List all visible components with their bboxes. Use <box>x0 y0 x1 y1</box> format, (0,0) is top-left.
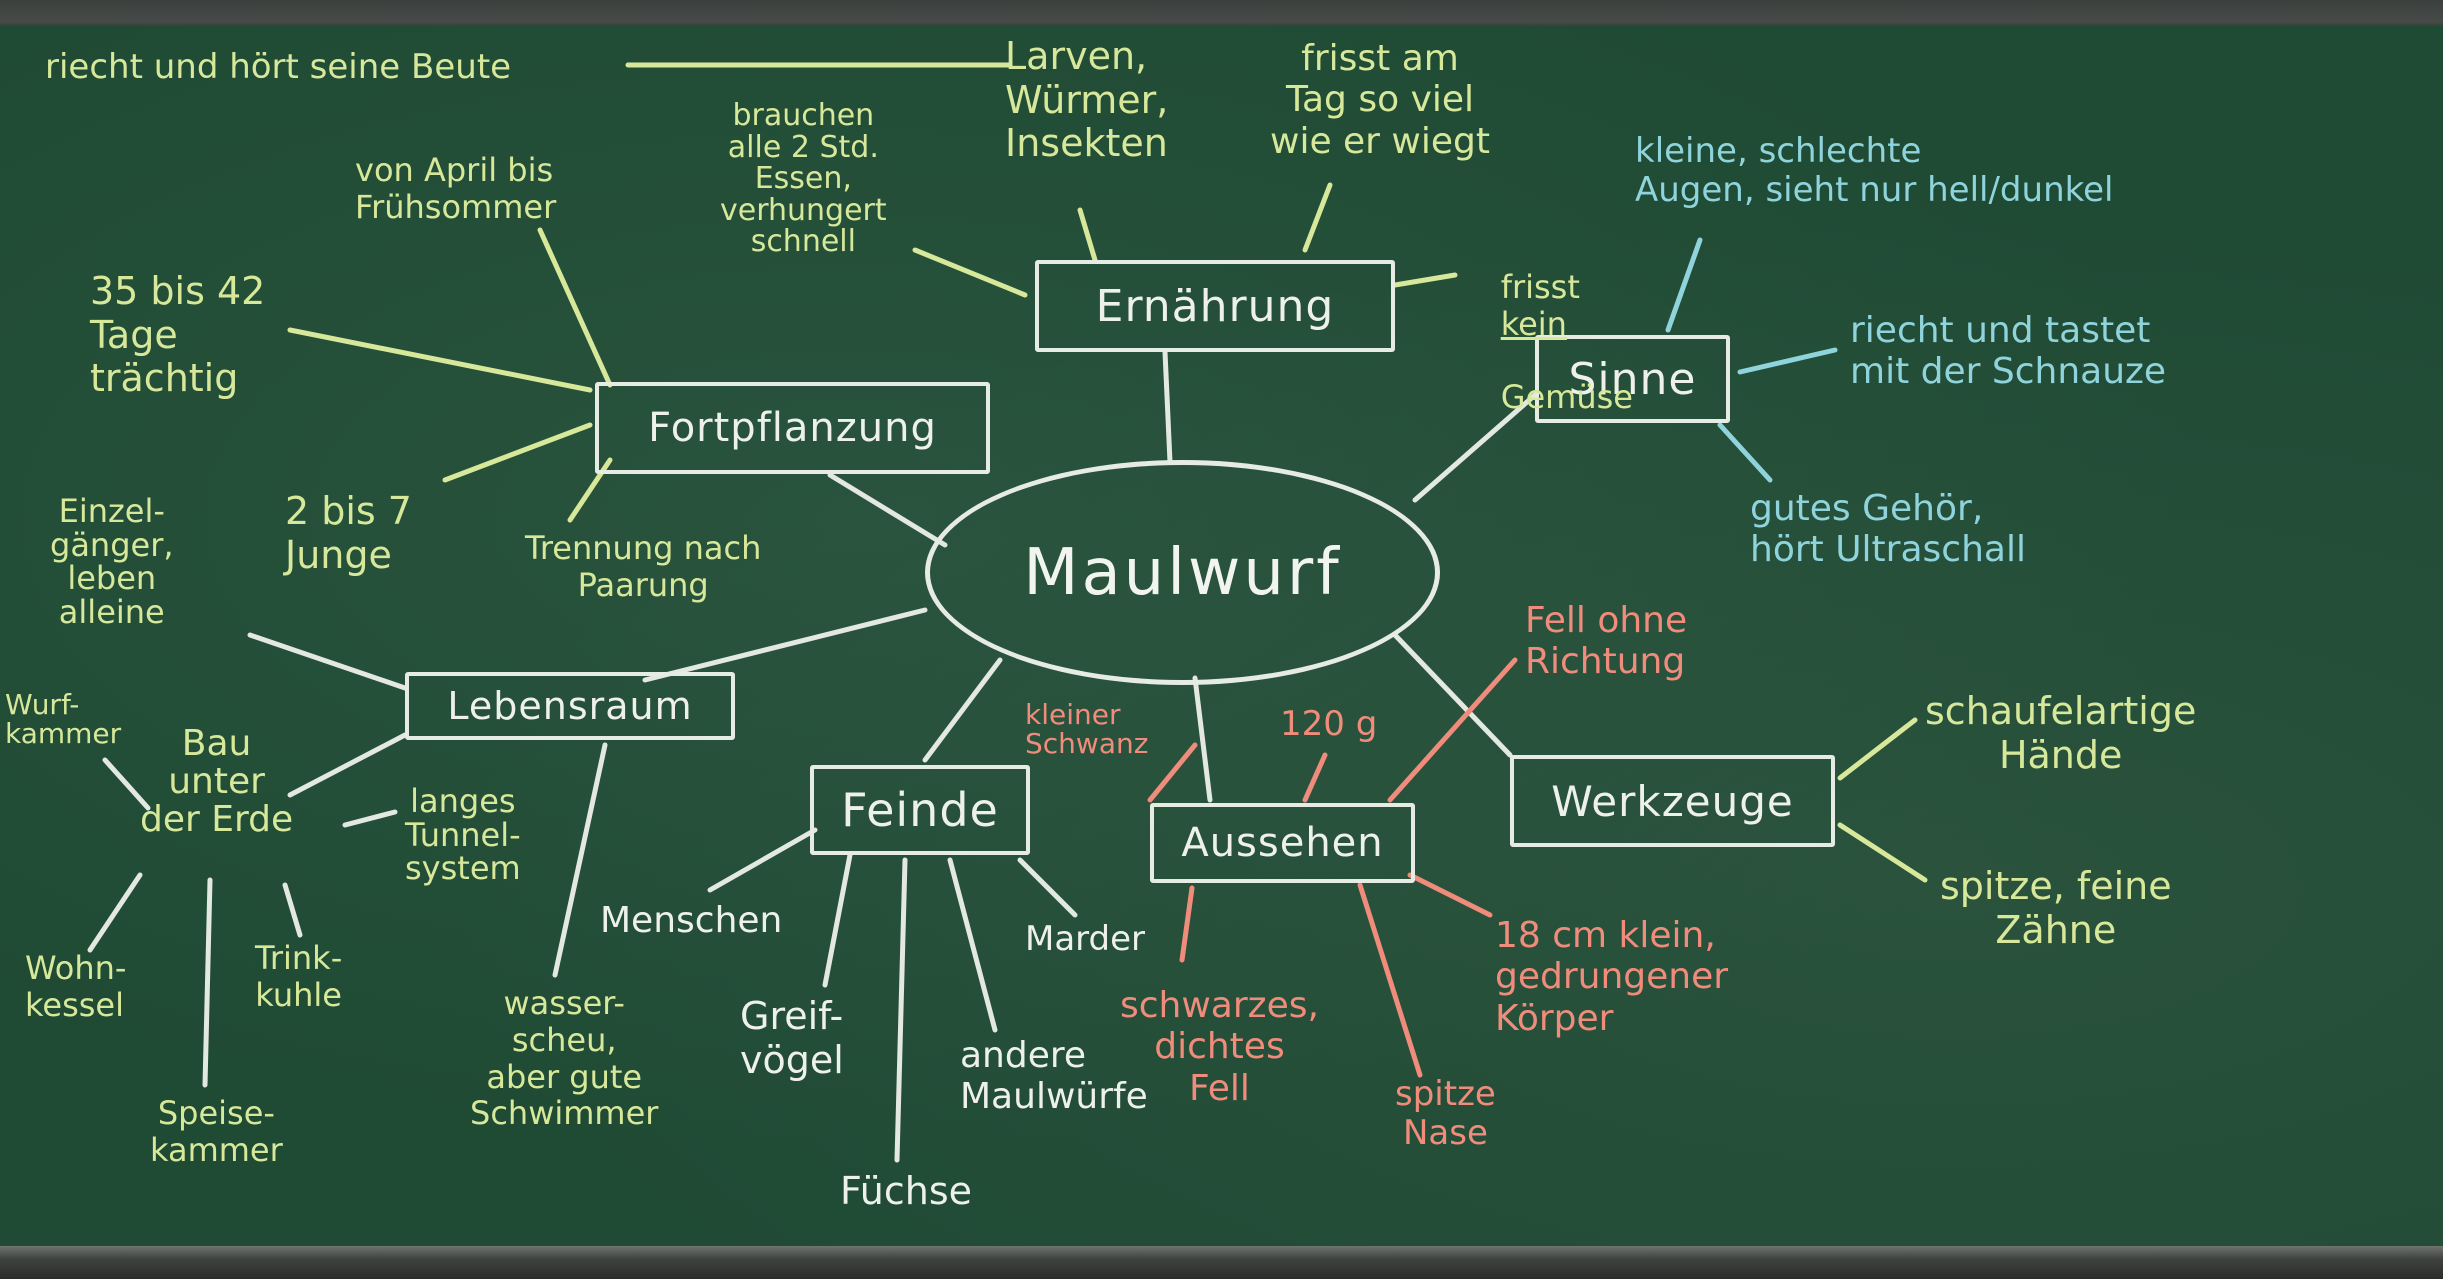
line-120 <box>1302 752 1328 803</box>
category-aussehen-label: Aussehen <box>1181 820 1384 866</box>
line-fell-richtung <box>1387 657 1518 803</box>
category-werkzeuge-label: Werkzeuge <box>1551 776 1794 826</box>
note-zaehne: spitze, feine Zähne <box>1940 864 2172 952</box>
category-sinne: Sinne <box>1535 335 1730 423</box>
note-marder: Marder <box>1025 919 1146 959</box>
note-brauchen: brauchen alle 2 Std. Essen, verhungert s… <box>720 98 887 259</box>
note-einzel: Einzel- gänger, leben alleine <box>50 492 174 631</box>
line-nase <box>1357 882 1423 1078</box>
line-center-ernaehrung <box>1162 349 1173 465</box>
center-node-maulwurf: Maulwurf <box>925 460 1440 685</box>
center-label: Maulwurf <box>1023 535 1342 610</box>
line-feinde-fuechse <box>894 857 908 1163</box>
line-gehoer <box>1717 422 1773 483</box>
category-fortpflanzung: Fortpflanzung <box>595 382 990 474</box>
note-frisst-kein-word-gemuese: Gemüse <box>1500 378 1633 417</box>
note-fell-richtung: Fell ohne Richtung <box>1525 600 1688 683</box>
category-ernaehrung-label: Ernährung <box>1095 280 1335 332</box>
line-feinde-menschen <box>707 827 818 893</box>
line-augen <box>1665 237 1703 333</box>
category-feinde-label: Feinde <box>841 783 999 837</box>
category-werkzeuge: Werkzeuge <box>1510 755 1835 847</box>
line-center-aussehen <box>1192 675 1213 803</box>
note-frisst-kein: frisst kein Gemüse <box>1460 232 1633 453</box>
line-bau-tunnel <box>342 809 398 828</box>
line-bau-wurf <box>102 757 151 811</box>
line-junge <box>442 422 593 483</box>
note-wasser: wasser- scheu, aber gute Schwimmer <box>470 984 659 1133</box>
note-haende: schaufelartige Hände <box>1925 689 2197 777</box>
chalk-tray <box>0 1246 2443 1279</box>
note-gehoer: gutes Gehör, hört Ultraschall <box>1750 488 2026 571</box>
line-leb-einzel <box>247 632 408 691</box>
note-menschen: Menschen <box>600 900 783 941</box>
note-trennung: Trennung nach Paarung <box>525 529 762 604</box>
line-center-lebensraum <box>642 607 928 683</box>
line-frisst-kein <box>1392 272 1458 288</box>
category-lebensraum-label: Lebensraum <box>447 684 693 728</box>
line-brauchen <box>912 247 1028 298</box>
note-fell: schwarzes, dichtes Fell <box>1120 985 1319 1109</box>
line-feinde-marder <box>1017 857 1078 918</box>
note-wurf: Wurf- kammer <box>5 688 122 751</box>
line-center-sinne <box>1412 392 1538 503</box>
line-feinde-andere <box>947 857 998 1033</box>
note-andere: andere Maulwürfe <box>960 1035 1148 1118</box>
category-fortpflanzung-label: Fortpflanzung <box>648 405 937 451</box>
line-larven <box>1077 207 1098 263</box>
line-leb-wasser <box>552 742 608 978</box>
category-aussehen: Aussehen <box>1150 803 1415 883</box>
line-bau-trink <box>282 882 303 938</box>
line-center-feinde <box>922 657 1003 763</box>
note-augen: kleine, schlechte Augen, sieht nur hell/… <box>1635 131 2114 211</box>
line-fell <box>1179 885 1195 963</box>
line-leb-bau <box>287 732 408 798</box>
note-fuechse: Füchse <box>840 1169 973 1213</box>
note-120: 120 g <box>1280 704 1378 744</box>
note-frisst-tag: frisst am Tag so viel wie er wiegt <box>1270 38 1490 162</box>
note-junge: 2 bis 7 Junge <box>285 489 412 577</box>
note-nase: spitze Nase <box>1395 1074 1496 1154</box>
note-frisst-kein-word-kein: kein <box>1500 304 1567 343</box>
note-bau: Bau unter der Erde <box>140 723 294 840</box>
note-april: von April bis Frühsommer <box>355 151 557 226</box>
note-greif: Greif- vögel <box>740 994 844 1082</box>
line-haende <box>1837 717 1918 781</box>
line-18cm <box>1407 872 1493 918</box>
line-frisst-tag <box>1302 182 1333 253</box>
note-riecht: riecht und tastet mit der Schnauze <box>1850 310 2167 393</box>
line-schwanz <box>1147 742 1198 803</box>
line-april <box>537 227 613 388</box>
line-bau-speise <box>202 877 213 1088</box>
note-speise: Speise- kammer <box>150 1094 283 1169</box>
note-schwanz: kleiner Schwanz <box>1025 698 1149 761</box>
note-frisst-kein-word-frisst: frisst <box>1500 267 1580 306</box>
category-ernaehrung: Ernährung <box>1035 260 1395 352</box>
line-tage <box>287 327 593 393</box>
category-lebensraum: Lebensraum <box>405 672 735 740</box>
note-tage: 35 bis 42 Tage trächtig <box>90 269 266 401</box>
note-top-beute: riecht und hört seine Beute <box>45 47 512 87</box>
note-tunnel: langes Tunnel- system <box>405 782 521 888</box>
line-bau-wohn <box>87 872 143 953</box>
category-feinde: Feinde <box>810 765 1030 855</box>
note-wohn: Wohn- kessel <box>25 949 127 1024</box>
note-larven: Larven, Würmer, Insekten <box>1005 34 1169 166</box>
category-sinne-label: Sinne <box>1568 353 1697 405</box>
note-trink: Trink- kuhle <box>255 939 343 1014</box>
note-18cm: 18 cm klein, gedrungener Körper <box>1495 915 1729 1039</box>
line-center-werkzeuge <box>1392 632 1513 758</box>
line-feinde-greif <box>822 852 853 988</box>
line-center-fortpflanzung <box>827 472 948 548</box>
line-riecht <box>1737 347 1838 375</box>
line-zaehne <box>1837 822 1928 883</box>
